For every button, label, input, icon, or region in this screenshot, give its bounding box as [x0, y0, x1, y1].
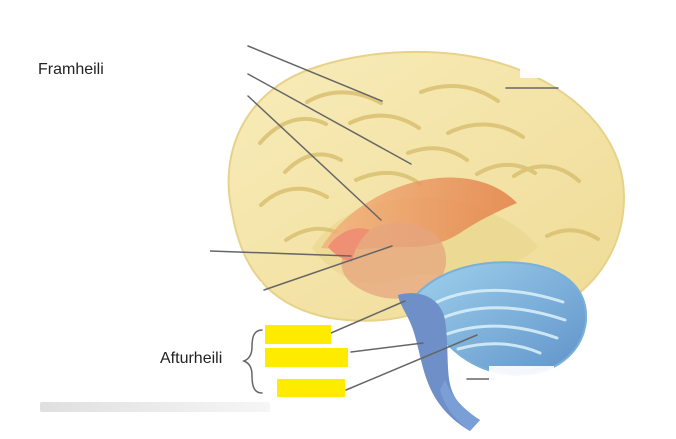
line-hindbrain-lower [345, 334, 478, 391]
highlight-bar-2 [265, 348, 348, 367]
label-mask-lower-right [489, 366, 554, 386]
highlight-bar-1 [265, 325, 331, 344]
framheili-label: Framheili [38, 61, 104, 78]
hindbrain-brace [241, 329, 263, 394]
brain-folds [258, 83, 600, 242]
line-forebrain-middle [247, 73, 412, 165]
line-lower-left-structure [263, 245, 393, 291]
highlight-bar-3 [277, 379, 345, 397]
hypothalamus-shape [328, 228, 370, 262]
label-mask-lower-left [176, 282, 262, 300]
line-hindbrain-middle [350, 342, 424, 353]
label-mask-middle-left [84, 236, 210, 262]
brainstem-shape [398, 293, 480, 431]
cerebellum-shape [416, 261, 588, 376]
cerebellum-folds [435, 288, 567, 355]
afturheili-label: Afturheili [160, 350, 223, 367]
label-mask-top-right [520, 57, 638, 78]
spinal-cord-shape [440, 380, 480, 431]
line-hindbrain-upper [330, 300, 406, 334]
pointer-lines [209, 45, 559, 394]
caption-redaction [40, 402, 270, 412]
line-forebrain-top [247, 45, 383, 102]
limbic-structure [341, 222, 447, 299]
line-forebrain-lower [247, 95, 382, 221]
line-left-structure [209, 250, 352, 257]
label-mask-top-left [131, 33, 247, 101]
